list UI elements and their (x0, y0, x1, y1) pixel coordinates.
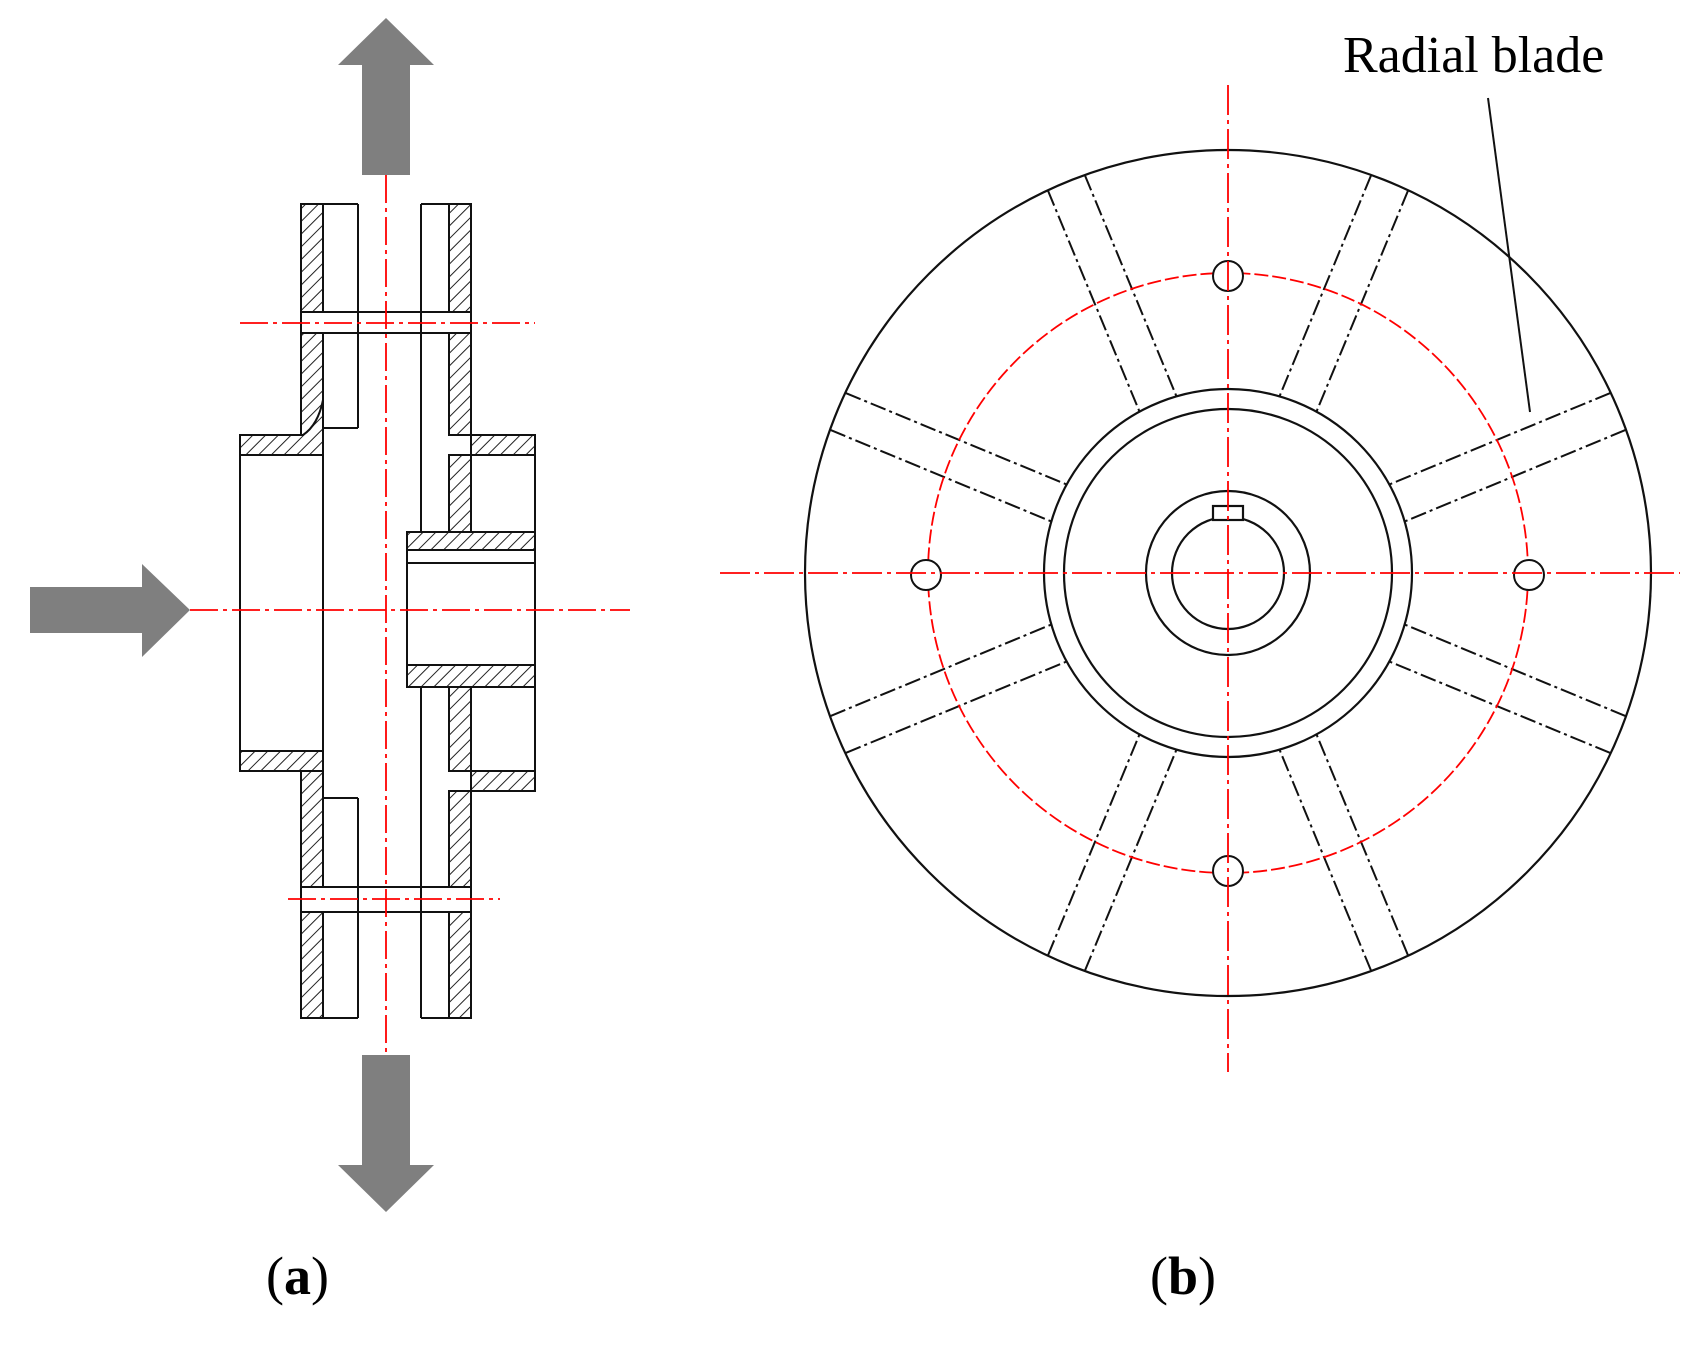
bolt-hole-right (1513, 559, 1545, 591)
outlet-arrow-down (338, 1055, 434, 1212)
caption-a: (a) (266, 1246, 329, 1306)
front-shroud-section (239, 203, 324, 1019)
back-shroud-section (406, 203, 536, 1019)
caption-b: (b) (1150, 1246, 1217, 1306)
front-view-b (720, 85, 1680, 1072)
section-centerlines (190, 175, 630, 1055)
radial-blade-leader (1487, 97, 1531, 413)
section-view-a (30, 18, 630, 1212)
inlet-arrow-right (30, 564, 190, 657)
section-outline (239, 203, 536, 1019)
outlet-arrow-up (338, 18, 434, 175)
radial-blade-label: Radial blade (1343, 27, 1605, 84)
front-centerlines (720, 85, 1680, 1072)
bolt-hole-left (910, 559, 942, 591)
